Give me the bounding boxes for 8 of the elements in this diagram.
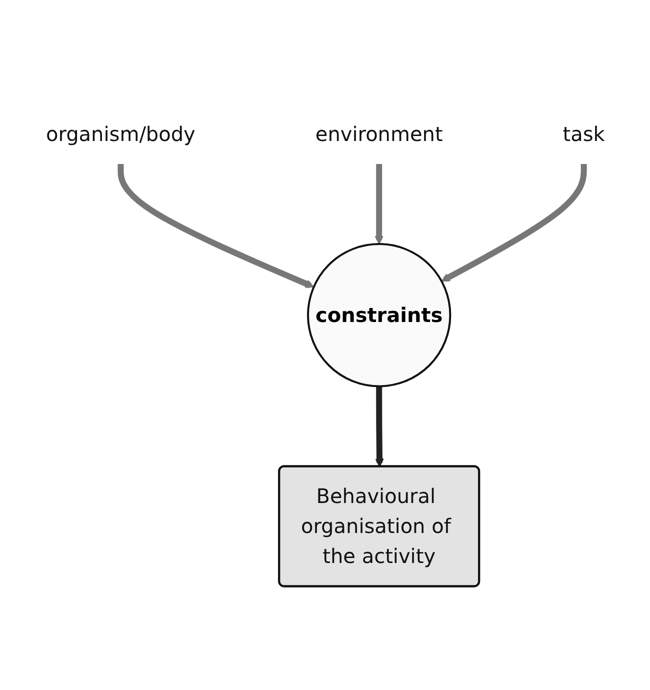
arrow — [440, 164, 586, 282]
node-circle: constraints — [306, 242, 451, 388]
node-text: environment — [314, 122, 442, 146]
arrow — [117, 164, 314, 288]
node-text: organism/body — [46, 122, 195, 146]
node-text: task — [562, 122, 604, 146]
arrow — [374, 164, 384, 244]
arrow — [374, 386, 384, 467]
